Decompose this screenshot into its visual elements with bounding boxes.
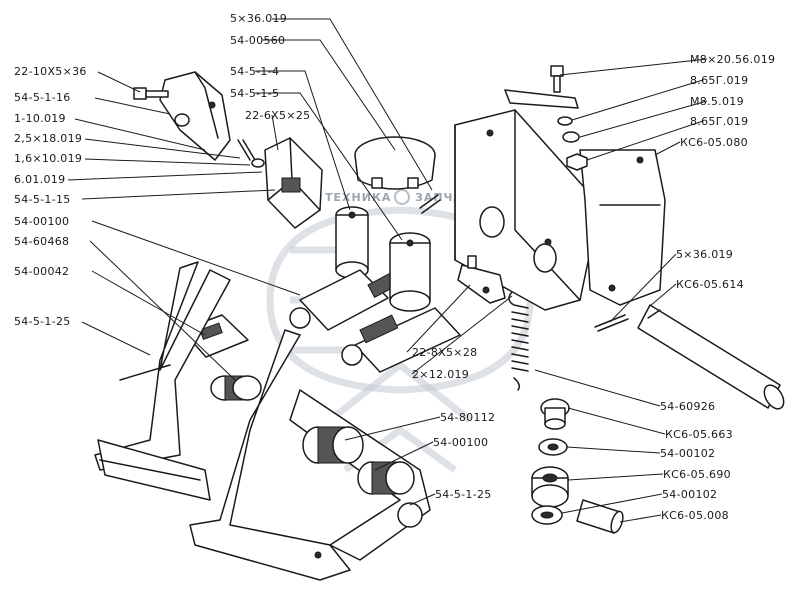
pedal-block-54-5-1-15 — [264, 137, 323, 229]
rod-ks6-05-614 — [637, 304, 785, 410]
label-54-00100-upper: 54-00100 — [14, 215, 69, 228]
washer-upper — [562, 131, 580, 143]
label-22-10x5x36: 22-10X5×36 — [14, 65, 87, 78]
label-1-10-019: 1-10.019 — [14, 112, 66, 125]
leader-lines — [67, 18, 708, 523]
label-5x36-019-top: 5×36.019 — [230, 12, 287, 25]
label-54-5-1-5: 54-5-1-5 — [230, 87, 279, 100]
label-ks6-05-663: КС6-05.663 — [665, 428, 733, 441]
label-ks6-05-008: КС6-05.008 — [661, 509, 729, 522]
label-54-5-1-16: 54-5-1-16 — [14, 91, 71, 104]
label-54-00102-b: 54-00102 — [662, 488, 717, 501]
label-54-00100-lower: 54-00100 — [433, 436, 488, 449]
washer-small — [251, 158, 265, 168]
label-8-65g-019-a: 8.65Г.019 — [690, 74, 748, 87]
label-54-5-1-4: 54-5-1-4 — [230, 65, 279, 78]
label-54-00560: 54-00560 — [230, 34, 285, 47]
label-54-5-1-15: 54-5-1-15 — [14, 193, 71, 206]
label-54-5-1-25-right: 54-5-1-25 — [435, 488, 492, 501]
label-54-60468: 54-60468 — [14, 235, 69, 248]
bushing-54-00100 — [357, 461, 415, 495]
spring-washer-upper — [557, 116, 573, 126]
label-5x36-019-right: 5×36.019 — [676, 248, 733, 261]
part-labels: 22-10X5×36 54-5-1-16 1-10.019 2,5×18.019… — [14, 12, 775, 522]
label-m8x20-56-019: M8×20.56.019 — [690, 53, 775, 66]
roller-54-60468 — [210, 375, 262, 401]
bolt-ks6-05-663 — [540, 398, 570, 430]
nut-upper — [566, 153, 588, 171]
reservoir-cap-54-00560 — [354, 136, 436, 190]
mounting-bracket — [454, 89, 666, 311]
label-ks6-05-690: КС6-05.690 — [663, 468, 731, 481]
bolt-m8-upper — [550, 65, 564, 93]
label-54-60926: 54-60926 — [660, 400, 715, 413]
pedal-lever-left — [94, 261, 231, 501]
label-ks6-05-614: КС6-05.614 — [676, 278, 744, 291]
label-6-01-019: 6.01.019 — [14, 173, 65, 186]
pedal-bracket-upper — [159, 71, 231, 161]
label-22-6x5x25: 22-6X5×25 — [245, 109, 310, 122]
label-54-00102-a: 54-00102 — [660, 447, 715, 460]
master-cylinder-left — [289, 206, 402, 331]
label-54-00042: 54-00042 — [14, 265, 69, 278]
label-22-8x5x28: 22-8X5×28 — [412, 346, 477, 359]
watermark-text-left: ТЕХНИКА — [325, 191, 391, 204]
label-54-80112: 54-80112 — [440, 411, 495, 424]
bushing-ks6-05-690 — [531, 466, 569, 508]
label-m8-5-019: M8.5.019 — [690, 95, 744, 108]
return-spring — [508, 291, 529, 391]
pushrod-clevis — [457, 255, 506, 304]
label-2-5x18-019: 2,5×18.019 — [14, 132, 82, 145]
bushing-54-80112 — [302, 426, 364, 464]
pin-5x36-right — [594, 314, 629, 332]
label-2x12-019: 2×12.019 — [412, 368, 469, 381]
pin-5x36-left — [419, 194, 441, 214]
label-8-65g-019-b: 8.65Г.019 — [690, 115, 748, 128]
label-ks6-05-080: КС6-05.080 — [680, 136, 748, 149]
cotter-pin — [237, 139, 256, 161]
label-1-6x10-019: 1,6×10.019 — [14, 152, 82, 165]
label-54-5-1-25-left: 54-5-1-25 — [14, 315, 71, 328]
bolt-22-10x5x36 — [133, 87, 169, 100]
